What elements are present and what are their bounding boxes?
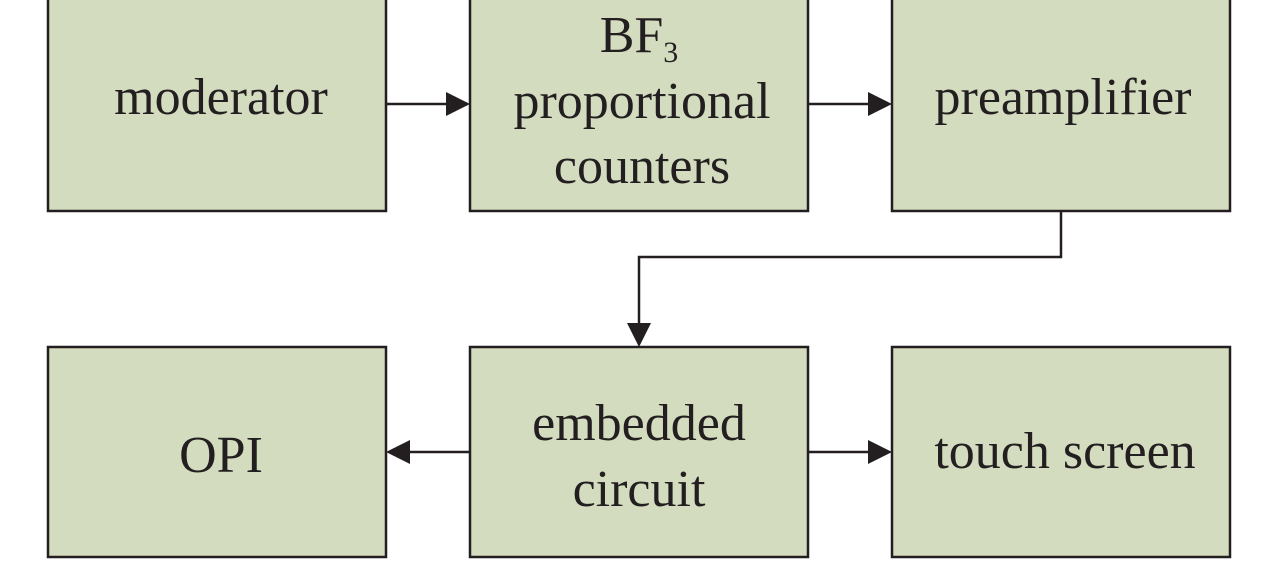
moderator-label: moderator	[114, 69, 328, 126]
bf3-subscript-text: 3	[663, 36, 678, 69]
opi-box	[46, 345, 388, 559]
bf3-proportional-label: proportional	[513, 73, 770, 130]
bf3-title-label: BF3	[600, 7, 679, 69]
edge-embedded-to-touch-screen	[808, 440, 892, 464]
touch-screen-label: touch screen	[934, 423, 1195, 480]
circuit-label: circuit	[573, 461, 706, 518]
embedded-circuit-box	[468, 345, 810, 559]
opi-label: OPI	[179, 427, 263, 484]
bf3-main-text: BF	[600, 7, 664, 64]
arrowhead-right-icon	[868, 440, 892, 464]
moderator-box	[46, 0, 388, 213]
edge-bf3-to-preamplifier	[808, 92, 892, 116]
arrowhead-left-icon	[386, 440, 410, 464]
arrowhead-down-icon	[627, 323, 651, 347]
arrowhead-right-icon	[868, 92, 892, 116]
arrowhead-right-icon	[446, 92, 470, 116]
edge-embedded-to-opi	[386, 440, 470, 464]
embedded-label: embedded	[532, 395, 746, 452]
touch-screen-box	[890, 345, 1232, 559]
preamplifier-label: preamplifier	[935, 69, 1192, 126]
connector-line	[637, 211, 1063, 325]
preamplifier-box	[890, 0, 1232, 213]
bf3-counters-label: counters	[554, 138, 730, 195]
edge-moderator-to-bf3	[386, 92, 470, 116]
bf3-counters-box	[468, 0, 810, 213]
edge-preamplifier-to-embedded	[627, 211, 1063, 347]
